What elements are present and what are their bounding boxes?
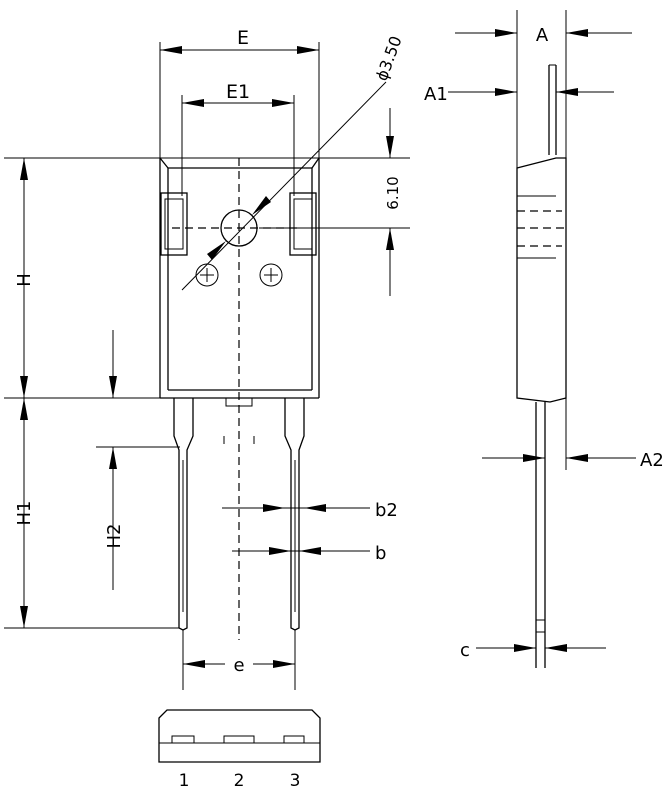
pin-left: [173, 398, 194, 631]
dimension-H1: H1: [14, 398, 35, 628]
label-c: c: [460, 640, 470, 661]
dimension-A2: A2: [482, 450, 664, 471]
side-view: A A1 A2 c: [424, 10, 664, 668]
label-H1: H1: [14, 501, 35, 526]
pin-right: [284, 398, 305, 631]
dimension-E1: E1: [182, 81, 294, 107]
ejector-mark-left: [195, 263, 219, 287]
pin-label-1: 1: [179, 771, 190, 791]
dimension-e: e: [183, 655, 295, 676]
label-E: E: [237, 27, 249, 49]
dimension-H: H: [14, 158, 35, 398]
pin-label-2: 2: [234, 771, 245, 791]
label-E1: E1: [226, 81, 250, 103]
label-b2: b2: [375, 500, 398, 521]
dimension-H2: H2: [104, 330, 125, 590]
label-A1: A1: [424, 84, 448, 105]
right-notch: [289, 192, 317, 256]
dimension-E: E: [160, 27, 319, 54]
bottom-view: 1 2 3: [158, 709, 321, 791]
pin-stub-1: [171, 735, 195, 744]
label-hole-diameter: ϕ3.50: [372, 33, 406, 83]
dimension-b: b: [232, 543, 386, 564]
label-H2: H2: [104, 524, 125, 549]
dimension-A1: A1: [424, 84, 614, 105]
dimension-c: c: [460, 640, 606, 661]
dimension-b2: b2: [222, 500, 398, 521]
ejector-mark-right: [259, 263, 283, 287]
label-e: e: [233, 655, 244, 676]
label-A2: A2: [640, 450, 664, 471]
side-lead: [535, 402, 546, 668]
dimension-6-10: 6.10: [384, 108, 402, 296]
label-H: H: [14, 273, 35, 287]
front-view: E E1 ϕ3.50 6.10 H: [4, 27, 410, 690]
heatsink-tab: [548, 64, 557, 155]
side-body: [516, 157, 567, 403]
pin-stub-3: [283, 735, 305, 744]
label-6-10: 6.10: [384, 176, 402, 209]
pin-stub-2: [223, 735, 255, 744]
label-A: A: [536, 25, 549, 46]
pin-label-3: 3: [290, 771, 301, 791]
left-notch: [160, 192, 188, 256]
label-b: b: [375, 543, 386, 564]
dimension-A: A: [455, 25, 632, 46]
center-pin-stub: [223, 397, 255, 444]
